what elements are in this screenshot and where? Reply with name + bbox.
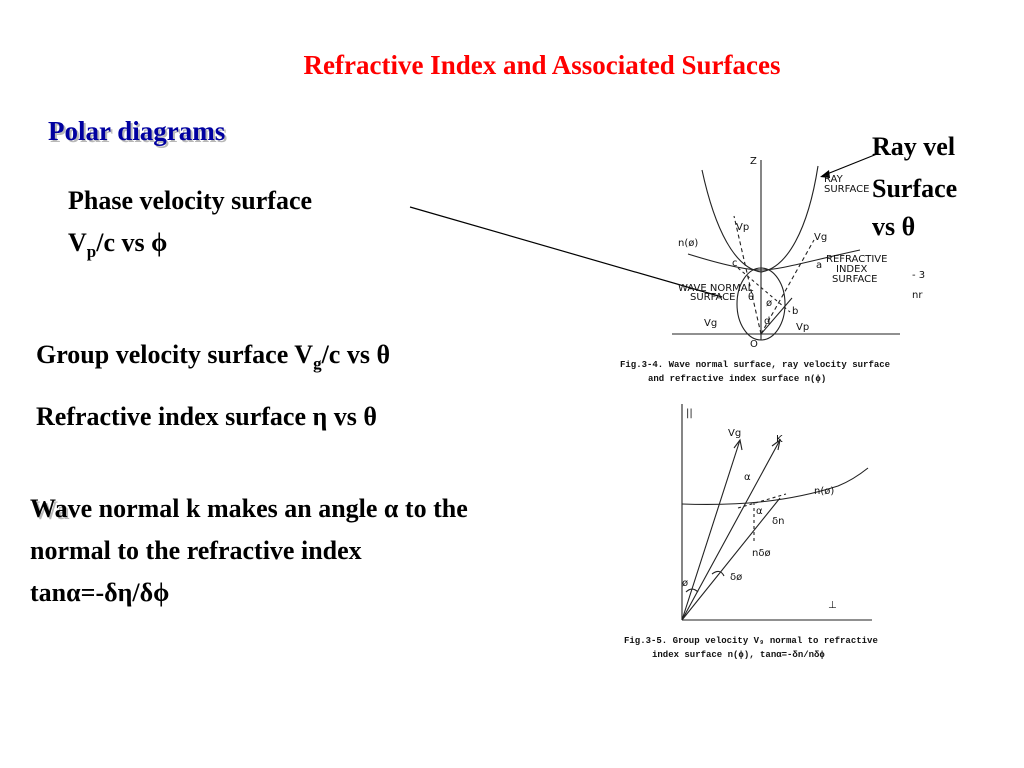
refractive-index-label: Refractive index surface η vs θ — [36, 402, 377, 431]
fig1-caption-1: Fig.3-4. Wave normal surface, ray veloci… — [620, 360, 891, 370]
fig1-z-label: Z — [750, 156, 757, 167]
group-rest: /c vs θ — [321, 340, 391, 369]
ray-line-3: vs θ — [872, 212, 916, 241]
vg-line — [760, 239, 815, 335]
construction-line-2 — [760, 297, 793, 335]
fig2-caption-2: index surface n(ϕ), tanα=-δn/nδϕ — [652, 650, 825, 660]
wave-normal-ellipse — [736, 267, 786, 341]
fig1-vg-bottom: Vg — [704, 318, 717, 329]
phase-pointer-line — [409, 206, 723, 298]
fig1-d: d — [764, 316, 770, 327]
fig2-phi-arc — [685, 588, 699, 593]
ray-velocity-label: Ray vel Surface — [872, 126, 957, 210]
phase-velocity-label: Phase velocity surface — [68, 186, 313, 215]
fig1-caption-2: and refractive index surface n(ϕ) — [648, 374, 827, 384]
fig2-n-phi-curve — [681, 467, 869, 506]
fig1-vp-bottom: Vp — [796, 322, 809, 333]
phase-v: V — [68, 228, 87, 257]
ray-line-1: Ray vel — [872, 132, 956, 161]
fig2-n-dphi: nδø — [752, 548, 771, 559]
fig1-vg-top: Vg — [814, 232, 827, 243]
fig1-wave-label-1: WAVE NORMAL — [678, 283, 754, 294]
fig1-refr-label-3: SURFACE — [832, 274, 877, 285]
fig2-parallel: || — [686, 408, 693, 419]
fig2-k-arrowhead — [771, 438, 781, 451]
fig2-normal-line — [681, 497, 781, 621]
fig1-wave-label-2: SURFACE — [690, 292, 735, 303]
refractive-index-curve — [687, 249, 861, 271]
fig2-vg-vector — [681, 439, 741, 621]
fig2-tangent — [737, 493, 787, 509]
fig1-c: c — [732, 258, 738, 269]
fig2-vg-arrowhead — [733, 438, 743, 451]
group-subscript: g — [313, 354, 322, 374]
fig2-phi: ø — [682, 578, 688, 589]
section-heading: Polar diagrams — [48, 116, 226, 146]
fig2-k: K — [776, 434, 783, 445]
phase-velocity-formula: Vp/c vs ϕ — [68, 228, 167, 262]
fig1-refr-label-2: INDEX — [836, 264, 867, 275]
wave-normal-line-1: Wave normal k makes an angle α to the — [30, 494, 468, 524]
fig2-alpha-1: α — [744, 472, 751, 483]
fig2-caption-1: Fig.3-5. Group velocity V₉ normal to ref… — [624, 636, 878, 646]
wave-line1-rest: ve normal k makes an angle α to the — [67, 494, 468, 523]
fig1-a: a — [816, 260, 822, 271]
fig2-n-phi: n(ø) — [814, 486, 834, 497]
fig1-side-mark-1: - 3 — [912, 270, 925, 281]
fig1-b: b — [792, 306, 798, 317]
fig1-ray-label-2: SURFACE — [824, 184, 869, 195]
fig1-theta: θ — [748, 292, 754, 303]
group-velocity-label: Group velocity surface Vg/c vs θ — [36, 340, 390, 374]
ray-pointer-arrow — [820, 170, 830, 178]
figure-3-5: || Vg K α α n(ø) δn nδø ø δø ⊥ — [681, 404, 872, 621]
fig1-ray-label-1: RAY — [824, 174, 844, 185]
fig1-n-phi: n(ø) — [678, 238, 698, 249]
fig2-dphi: δø — [730, 572, 742, 583]
ray-line-2: Surface — [872, 174, 958, 203]
wave-normal-line-2: normal to the refractive index — [30, 536, 362, 565]
vp-line — [733, 215, 762, 335]
fig1-vp-top: Vp — [736, 222, 749, 233]
fig1-side-mark-2: nr — [912, 290, 923, 301]
wave-normal-line-3: tanα=-δη/δϕ — [30, 578, 170, 607]
ray-surface-curve — [701, 165, 819, 273]
fig1-refr-label-1: REFRACTIVE — [826, 254, 887, 265]
construction-line-1 — [737, 267, 791, 313]
group-pre: Group velocity surface V — [36, 340, 314, 369]
slide-title: Refractive Index and Associated Surfaces — [303, 50, 781, 80]
fig2-vg: Vg — [728, 428, 741, 439]
ray-pointer-line — [821, 153, 878, 177]
fig2-dn: δn — [772, 516, 784, 527]
fig2-alpha-2: α — [756, 506, 763, 517]
fig2-perp: ⊥ — [828, 600, 837, 611]
fig1-origin: O — [750, 339, 758, 350]
fig1-phi: ø — [766, 298, 772, 309]
fig2-k-vector — [681, 439, 781, 621]
wave-highlight: Wa — [30, 494, 68, 523]
phase-subscript: p — [86, 242, 97, 262]
figure-3-4: Z RAY SURFACE n(ø) Vp Vg c a REFRACTIVE … — [672, 156, 925, 350]
fig2-dphi-arc — [711, 570, 725, 577]
phase-rest: /c vs ϕ — [96, 228, 168, 257]
